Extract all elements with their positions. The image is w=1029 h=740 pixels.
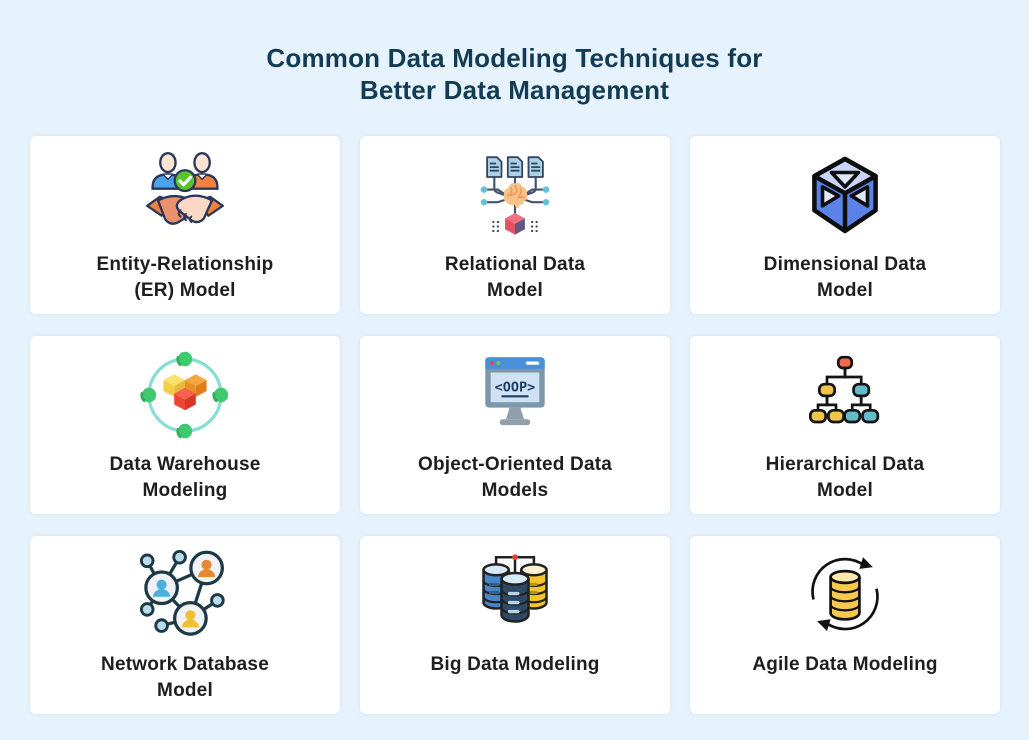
card-big-data: Big Data Modeling <box>360 536 670 714</box>
documents-brain-cube-icon <box>470 136 560 240</box>
card-object-oriented: <OOP> Object-Oriented Data Models <box>360 336 670 514</box>
card-label: Agile Data Modeling <box>752 654 938 675</box>
isometric-cube-icon <box>800 136 890 240</box>
card-label: Object-Oriented Data Models <box>417 454 613 501</box>
handshake-people-check-icon <box>140 136 230 240</box>
card-network-model: Network Database Model <box>30 536 340 714</box>
oop-monitor-icon: <OOP> <box>470 336 560 440</box>
card-label: Dimensional Data Model <box>763 254 927 301</box>
card-label: Entity-Relationship (ER) Model <box>96 254 274 301</box>
card-label: Big Data Modeling <box>430 654 600 675</box>
card-er-model: Entity-Relationship (ER) Model <box>30 136 340 314</box>
cubes-orbit-icon <box>140 336 230 440</box>
card-label: Network Database Model <box>101 654 269 701</box>
database-cluster-icon <box>470 536 560 640</box>
tree-hierarchy-icon <box>800 336 890 440</box>
card-relational-model: Relational Data Model <box>360 136 670 314</box>
card-data-warehouse: Data Warehouse Modeling <box>30 336 340 514</box>
card-hierarchical-model: Hierarchical Data Model <box>690 336 1000 514</box>
card-dimensional-model: Dimensional Data Model <box>690 136 1000 314</box>
oop-screen-text: <OOP> <box>495 379 536 395</box>
database-cycle-icon <box>800 536 890 640</box>
page-title: Common Data Modeling Techniques for Bett… <box>266 43 763 105</box>
card-label: Hierarchical Data Model <box>765 454 925 501</box>
people-network-icon <box>140 536 230 640</box>
card-agile-data: Agile Data Modeling <box>690 536 1000 714</box>
cards-grid: Entity-Relationship (ER) Model <box>0 106 1029 714</box>
card-label: Relational Data Model <box>444 254 586 301</box>
card-label: Data Warehouse Modeling <box>109 454 261 501</box>
